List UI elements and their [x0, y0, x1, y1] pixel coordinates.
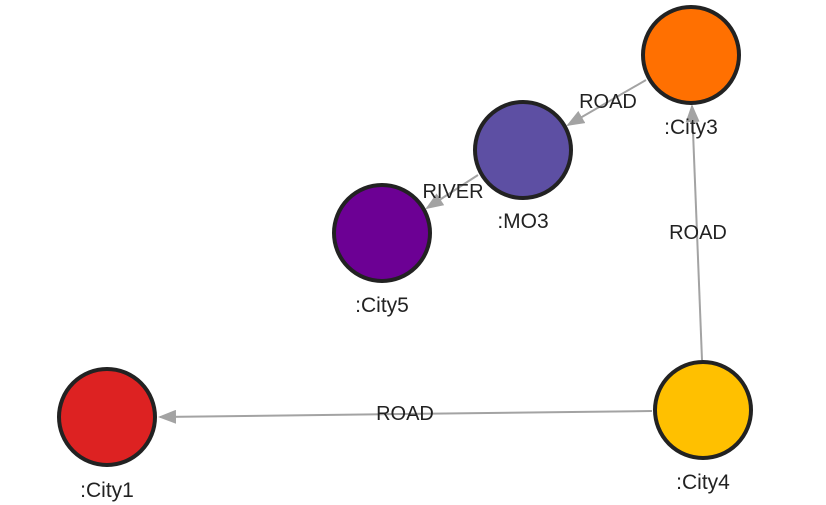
edge-label: ROAD [669, 222, 727, 244]
edge-line[interactable] [158, 409, 653, 424]
node-mo3[interactable]: :MO3 [473, 100, 573, 233]
edge-line[interactable] [685, 104, 703, 361]
node-label: :MO3 [497, 210, 548, 233]
edge-label: ROAD [376, 403, 434, 425]
node-label: :City1 [80, 479, 134, 502]
node-circle[interactable] [641, 5, 741, 105]
nodes-layer: :City3 :MO3 :City5 :City4 :City1 [57, 5, 753, 502]
node-city3[interactable]: :City3 [641, 5, 741, 139]
node-city5[interactable]: :City5 [332, 183, 432, 317]
node-city4[interactable]: :City4 [653, 360, 753, 494]
edge-label: RIVER [422, 181, 483, 203]
edge-city4-to-city3[interactable]: ROAD [669, 104, 727, 361]
edge-line[interactable] [425, 174, 479, 210]
node-circle[interactable] [332, 183, 432, 283]
edge-city3-to-mo3[interactable]: ROAD [566, 79, 647, 126]
node-city1[interactable]: :City1 [57, 367, 157, 502]
node-label: :City4 [676, 471, 730, 494]
node-label: :City5 [355, 294, 409, 317]
node-circle[interactable] [473, 100, 573, 200]
edge-label: ROAD [579, 91, 637, 113]
edge-line[interactable] [566, 79, 647, 126]
edge-city4-to-city1[interactable]: ROAD [158, 403, 653, 425]
node-circle[interactable] [653, 360, 753, 460]
node-circle[interactable] [57, 367, 157, 467]
node-label: :City3 [664, 116, 718, 139]
edges-layer: ROAD RIVER ROAD ROAD [158, 79, 727, 425]
edge-mo3-to-city5[interactable]: RIVER [422, 174, 484, 210]
